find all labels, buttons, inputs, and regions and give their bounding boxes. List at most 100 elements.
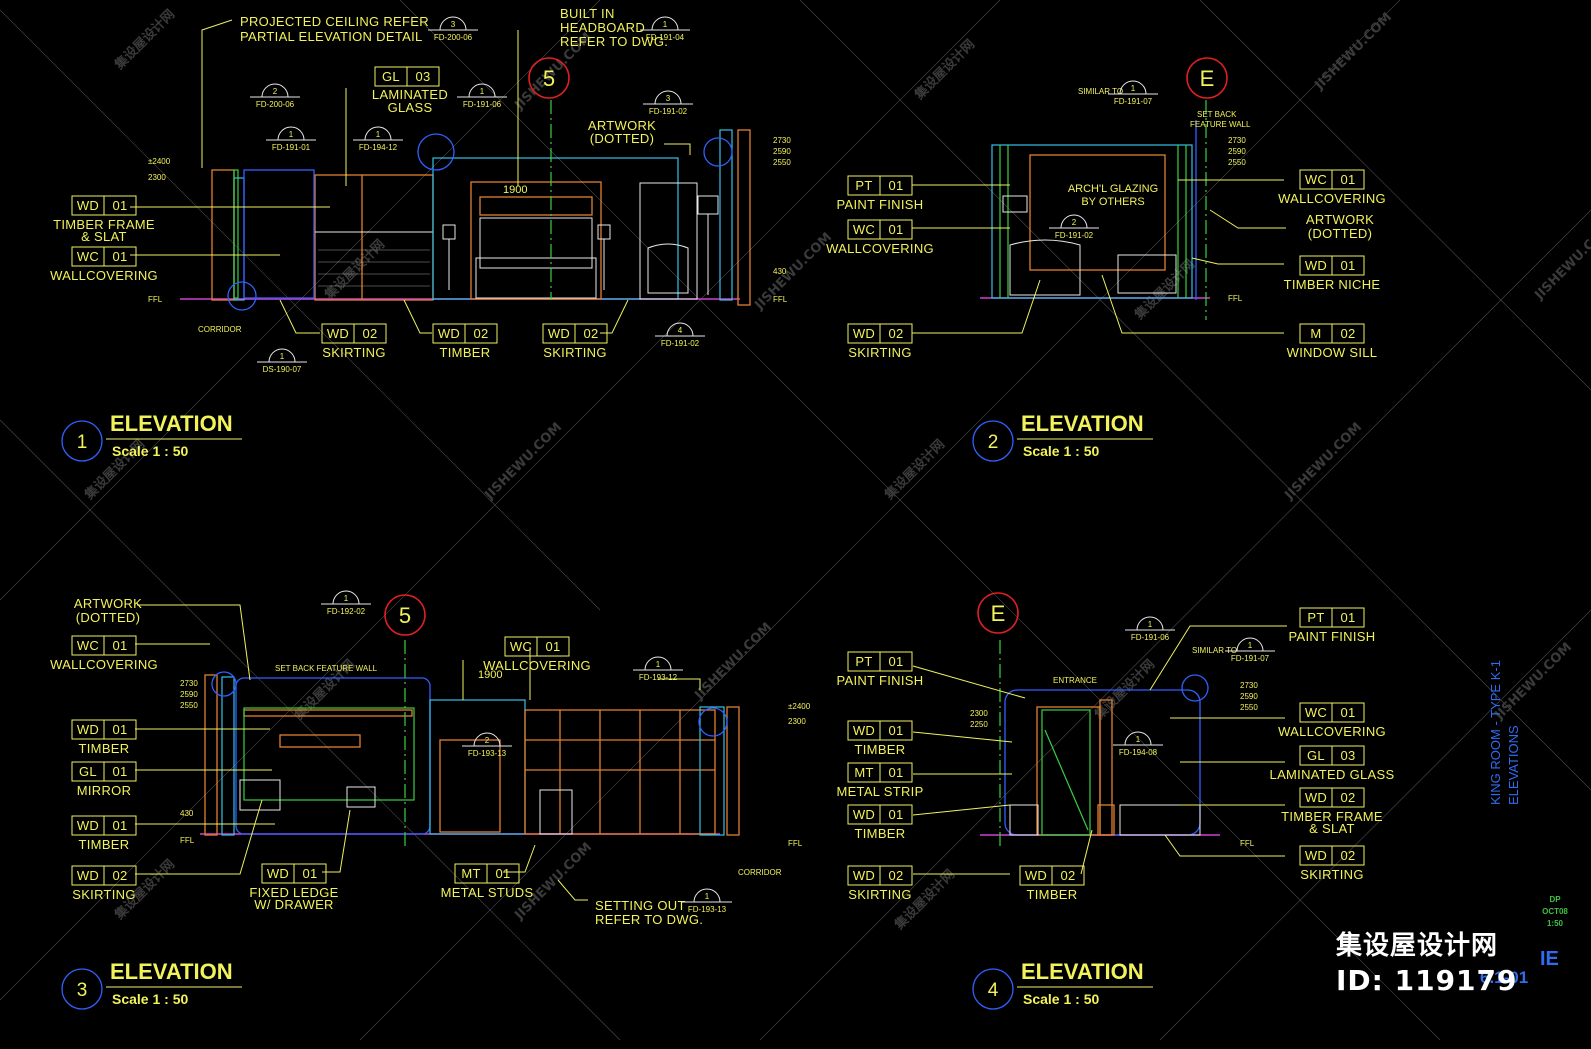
material-code: WD bbox=[77, 198, 99, 213]
material-label: TIMBER FRAME bbox=[53, 217, 155, 232]
sheet-id: 6.1-01 bbox=[1480, 968, 1528, 987]
material-label: TIMBER bbox=[1027, 887, 1078, 902]
material-label: TIMBER bbox=[79, 837, 130, 852]
material-code: PT bbox=[855, 178, 872, 193]
material-label: SKIRTING bbox=[322, 345, 386, 360]
material-code: WD bbox=[77, 818, 99, 833]
level-2590-e3: 2590 bbox=[180, 690, 198, 699]
sheet-code: IE bbox=[1540, 948, 1559, 970]
note-set-back-1: SET BACK bbox=[1197, 110, 1237, 119]
watermark-text: JISHEWU.COM bbox=[1312, 10, 1396, 94]
detail-number: 1 bbox=[1131, 84, 1136, 93]
material-label: PAINT FINISH bbox=[1289, 629, 1376, 644]
material-code: WD bbox=[327, 326, 349, 341]
watermark-text: JISHEWU.COM bbox=[1492, 640, 1576, 724]
detail-bubble bbox=[439, 16, 467, 31]
material-code: GL bbox=[1307, 748, 1325, 763]
elevation-scale: Scale 1 : 50 bbox=[112, 991, 188, 1007]
level-2730-e3: 2730 bbox=[180, 679, 198, 688]
stamp-line-1: DP bbox=[1549, 895, 1561, 904]
note-corridor-1: CORRIDOR bbox=[198, 325, 242, 334]
material-code: WD bbox=[853, 723, 875, 738]
elevation-2-drawing bbox=[912, 100, 1286, 334]
detail-number: 1 bbox=[1136, 735, 1141, 744]
material-number: 01 bbox=[888, 807, 903, 822]
elevation-number-circle bbox=[61, 968, 103, 1010]
detail-ref-code: FD-194-12 bbox=[359, 143, 398, 152]
grid-bubble-5-top: 5 bbox=[543, 66, 555, 91]
material-code: WC bbox=[1305, 172, 1327, 187]
elevation-title: ELEVATION bbox=[1021, 411, 1144, 436]
note-similar-to-1: SIMILAR TO bbox=[1078, 87, 1123, 96]
material-label: METAL STRIP bbox=[836, 784, 923, 799]
level-2300-e3: 2300 bbox=[788, 717, 806, 726]
detail-ref-code: FD-191-07 bbox=[1114, 97, 1153, 106]
level-2730-e2: 2730 bbox=[1228, 136, 1246, 145]
material-label: WALLCOVERING bbox=[483, 658, 591, 673]
material-number: 01 bbox=[888, 178, 903, 193]
material-number: 01 bbox=[112, 638, 127, 653]
material-code: WD bbox=[438, 326, 460, 341]
grid-bubble-e-bottom: E bbox=[991, 601, 1006, 626]
detail-bubble bbox=[1236, 637, 1264, 652]
material-number: 01 bbox=[112, 198, 127, 213]
brand-watermark: 集设屋设计网 ID: 119179 bbox=[1336, 925, 1518, 997]
material-number: 01 bbox=[1340, 705, 1355, 720]
material-code: WD bbox=[77, 868, 99, 883]
level-430-e1: 430 bbox=[773, 267, 787, 276]
detail-ref-code: FD-200-06 bbox=[434, 33, 473, 42]
material-code: WC bbox=[1305, 705, 1327, 720]
level-ffl-e2: FFL bbox=[1228, 294, 1243, 303]
detail-bubble bbox=[473, 732, 501, 747]
detail-references: 3FD-200-061FD-191-042FD-200-061FD-191-01… bbox=[250, 16, 1275, 914]
material-number: 02 bbox=[888, 326, 903, 341]
material-label-2: & SLAT bbox=[81, 229, 127, 244]
note-built-in-3: REFER TO DWG. bbox=[560, 34, 668, 49]
detail-number: 2 bbox=[273, 87, 278, 96]
material-label: SKIRTING bbox=[72, 887, 136, 902]
material-number: 02 bbox=[473, 326, 488, 341]
material-label: SKIRTING bbox=[1300, 867, 1364, 882]
brand-name: 集设屋设计网 bbox=[1336, 931, 1499, 961]
watermark-text: JISHEWU.COM bbox=[512, 840, 596, 924]
detail-number: 1 bbox=[289, 130, 294, 139]
material-label: PAINT FINISH bbox=[837, 673, 924, 688]
material-code: WD bbox=[853, 807, 875, 822]
elevation-title: ELEVATION bbox=[110, 411, 233, 436]
grid-bubbles: 5 E 5 E bbox=[384, 57, 1228, 636]
watermark-text: JISHEWU.COM bbox=[752, 230, 836, 314]
level-ffl-e1-right: FFL bbox=[773, 295, 788, 304]
elevation-1-drawing bbox=[130, 19, 751, 334]
note-set-back-feature-wall: SET BACK FEATURE WALL bbox=[275, 664, 378, 673]
level-2300-e4: 2300 bbox=[970, 709, 988, 718]
material-number: 01 bbox=[545, 639, 560, 654]
watermark-text: 集设屋设计网 bbox=[911, 36, 978, 103]
level-2550-e2: 2550 bbox=[1228, 158, 1246, 167]
detail-bubble bbox=[261, 83, 289, 98]
material-code: M bbox=[1310, 326, 1321, 341]
detail-ref-code: FD-191-07 bbox=[1231, 654, 1270, 663]
material-code: PT bbox=[855, 654, 872, 669]
level-2550-e4: 2550 bbox=[1240, 703, 1258, 712]
detail-ref-code: FD-194-08 bbox=[1119, 748, 1158, 757]
detail-number: 1 bbox=[344, 594, 349, 603]
detail-bubble bbox=[468, 83, 496, 98]
elevation-scale: Scale 1 : 50 bbox=[1023, 991, 1099, 1007]
material-number: 02 bbox=[1340, 790, 1355, 805]
material-number: 01 bbox=[1340, 610, 1355, 625]
note-dotted-1: (DOTTED) bbox=[590, 131, 655, 146]
material-number: 02 bbox=[112, 868, 127, 883]
detail-number: 1 bbox=[1248, 641, 1253, 650]
detail-bubble bbox=[268, 348, 296, 363]
note-similar-to-2: SIMILAR TO bbox=[1192, 646, 1237, 655]
elevation-title: ELEVATION bbox=[1021, 959, 1144, 984]
material-code: WC bbox=[77, 249, 99, 264]
detail-number: 1 bbox=[1148, 620, 1153, 629]
material-label: WALLCOVERING bbox=[826, 241, 934, 256]
detail-number: 1 bbox=[480, 87, 485, 96]
note-height-1900-b: 1900 bbox=[478, 669, 502, 681]
material-code: WD bbox=[1025, 868, 1047, 883]
material-code: PT bbox=[1307, 610, 1324, 625]
